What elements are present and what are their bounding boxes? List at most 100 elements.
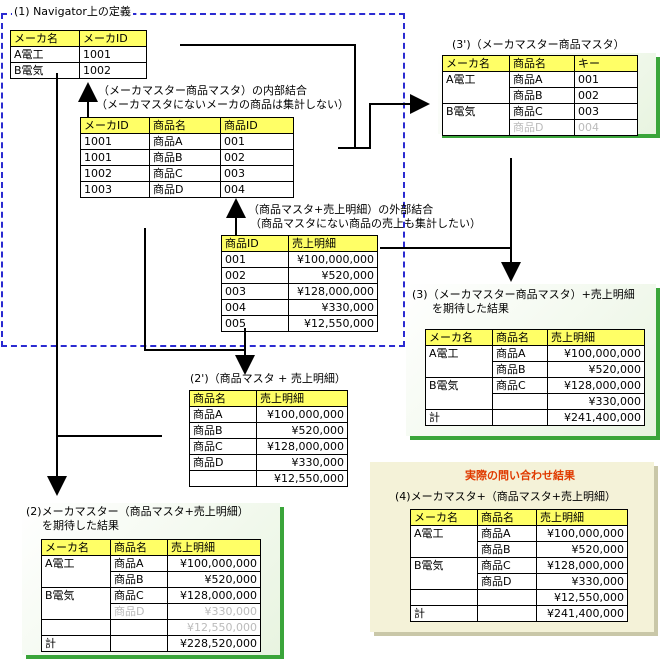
outer-join-note-2: （商品マスタにない商品の売上も集計したい） [250,217,481,230]
cell: ¥12,550,000 [256,470,348,487]
table-row: 商品B¥520,000 [189,422,348,439]
cell: ¥100,000,000 [547,345,645,362]
table-row: ¥330,000 [425,393,645,410]
table-row: 商品B¥520,000 [41,571,261,588]
table-row: A電工商品A¥100,000,000 [410,525,628,542]
table-row: 005¥12,550,000 [221,315,378,332]
header-cell: 商品名 [492,329,548,346]
cell: A電工 [41,555,111,572]
inner-join-note-1: （メーカマスター商品マスタ）の内部結合 [98,84,307,97]
sec2-expected-result-table: メーカ名 商品名 売上明細 A電工商品A¥100,000,000 商品B¥520… [41,539,261,652]
header-cell: キー [574,55,638,72]
sec2-title-2: を期待した結果 [42,519,119,532]
cell: 1001 [79,46,147,63]
cell: 1003 [80,181,150,198]
cell: 001 [574,71,638,88]
cell: ¥128,000,000 [547,377,645,394]
table-row: B電気 1002 [10,62,147,79]
table-row-total: 計 ¥228,520,000 [41,635,261,652]
table-row: 001¥100,000,000 [221,251,378,268]
table-row: B電気商品C¥128,000,000 [41,587,261,604]
cell: ¥520,000 [547,361,645,378]
cell: ¥520,000 [536,541,628,558]
sec4-title: (4)メーカマスタ+（商品マスタ+売上明細） [395,490,617,503]
maker-master-table: メーカ名 メーカID A電工 1001 B電気 1002 [10,30,147,79]
table-row: A電工商品A¥100,000,000 [425,345,645,362]
table-row: ¥12,550,000 [189,470,348,487]
cell: 計 [41,635,111,652]
cell: 003 [221,283,289,300]
cell: 商品D [149,181,221,198]
sec3-title-1: (3)（メーカマスター商品マスタ）+売上明細 [412,288,635,301]
header-cell: 商品名 [149,117,221,134]
table-row-total: 計¥241,400,000 [425,409,645,426]
cell: ¥520,000 [167,571,261,588]
cell: ¥330,000 [536,573,628,590]
cell: ¥12,550,000 [536,589,628,606]
cell: B電気 [442,103,510,120]
sales-detail-table: 商品ID 売上明細 001¥100,000,000 002¥520,000 00… [221,235,378,332]
actual-result-heading: 実際の問い合わせ結果 [465,469,575,482]
table-row: 003¥128,000,000 [221,283,378,300]
sec3p-title: (3')（メーカマスター商品マスタ） [452,38,625,51]
cell: 商品D [477,573,537,590]
cell: A電工 [425,345,493,362]
sec3-title-2: を期待した結果 [432,302,509,315]
cell: 商品C [492,377,548,394]
cell: ¥100,000,000 [167,555,261,572]
cell: 003 [574,103,638,120]
cell: 005 [221,315,289,332]
cell: ¥228,520,000 [167,635,261,652]
cell: ¥12,550,000 [288,315,378,332]
sec4-actual-result-table: メーカ名 商品名 売上明細 A電工商品A¥100,000,000 商品B¥520… [410,509,628,622]
cell: 商品D [509,119,575,136]
table-row: A電工 1001 [10,46,147,63]
cell: 商品A [477,525,537,542]
table-row: ¥12,550,000 [41,619,261,636]
cell: 商品B [492,361,548,378]
header-cell: メーカ名 [425,329,493,346]
cell: ¥241,400,000 [536,605,628,622]
cell: 商品C [189,438,257,455]
sec3-expected-result-table: メーカ名 商品名 売上明細 A電工商品A¥100,000,000 商品B¥520… [425,329,645,426]
header-cell: 売上明細 [167,539,261,556]
cell: 商品A [189,406,257,423]
sec2-title-1: (2)メーカマスター（商品マスタ+売上明細） [26,505,249,518]
header-cell: 商品名 [477,509,537,526]
cell: B電気 [410,557,478,574]
navigator-definition-frame [1,13,405,347]
sec1-title: (1) Navigator上の定義 [12,5,133,19]
header-cell: 売上明細 [547,329,645,346]
cell: B電気 [41,587,111,604]
cell: 004 [574,119,638,136]
cell: 商品A [149,133,221,150]
cell: B電気 [425,377,493,394]
sec2p-title: (2')（商品マスタ + 売上明細） [190,372,346,385]
header-cell: メーカ名 [41,539,111,556]
sec2p-product-sales-table: 商品名 売上明細 商品A¥100,000,000 商品B¥520,000 商品C… [189,390,348,487]
cell: 商品B [509,87,575,104]
header-cell: 商品名 [189,390,257,407]
table-row: 商品B¥520,000 [425,361,645,378]
table-row-total: 計¥241,400,000 [410,605,628,622]
table-row: B電気商品C¥128,000,000 [425,377,645,394]
cell: ¥128,000,000 [288,283,378,300]
header-cell: 売上明細 [536,509,628,526]
table-row: 商品D¥330,000 [410,573,628,590]
cell: 002 [220,149,294,166]
cell: ¥241,400,000 [547,409,645,426]
inner-join-note-2: （メーカマスタにないメーカの商品は集計しない） [96,98,349,111]
cell: 1002 [80,165,150,182]
cell: 004 [220,181,294,198]
table-row: A電工商品A¥100,000,000 [41,555,261,572]
header-cell: 売上明細 [256,390,348,407]
